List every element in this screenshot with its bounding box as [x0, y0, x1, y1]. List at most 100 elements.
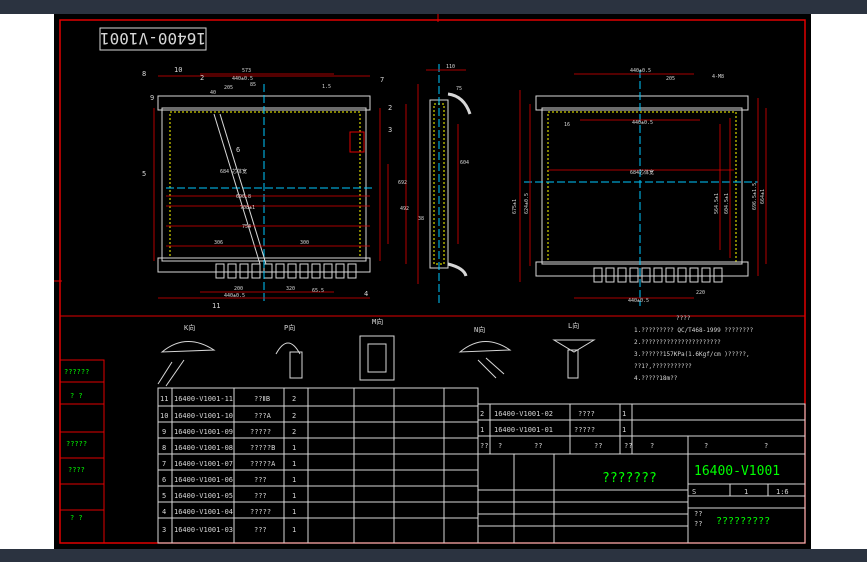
dim-label: 85 — [250, 82, 256, 88]
drawing-code: 16400-V1001 — [694, 464, 780, 479]
dim-label: 200 — [234, 286, 243, 292]
dim-label: 604.5±1 — [724, 193, 730, 214]
note-line: 1.????????? QC/T468-1999 ???????? — [634, 327, 754, 334]
bom-qty: 2 — [292, 428, 296, 436]
side-label: ? ? — [70, 392, 83, 400]
row-label: ?? — [694, 520, 702, 528]
bom-no: 8 — [162, 444, 166, 452]
dim-label: 604 — [460, 160, 469, 166]
bom-no: 1 — [480, 426, 484, 434]
bom-no: 6 — [162, 476, 166, 484]
row-label: ?? — [694, 510, 702, 518]
dim-label: 440±0.5 — [628, 298, 649, 304]
side-view: 110 75 692 604 492 38 — [398, 64, 472, 304]
bom-name: ????? — [574, 426, 595, 434]
dim-label: 492 — [400, 206, 409, 212]
note-line: 3.??????157KPa(1.6Kgf/cm )?????, — [634, 351, 750, 358]
bom-name: ??? — [254, 492, 267, 500]
side-label: ????? — [66, 440, 87, 448]
bom-qty: 1 — [622, 426, 626, 434]
dim-label: 664±1 — [760, 189, 766, 204]
dim-label: 440±0.5 — [630, 68, 651, 74]
bom-code: 16400-V1001-05 — [174, 492, 233, 500]
note-line: 4.?????18m?? — [634, 375, 678, 382]
bom-name: ????? — [250, 428, 271, 436]
bom-no: 2 — [480, 410, 484, 418]
dim-label: 300 — [300, 240, 309, 246]
callout: 11 — [212, 302, 220, 310]
dim-label: 306 — [214, 240, 223, 246]
bom-qty: 1 — [292, 460, 296, 468]
bom-code: 16400-V1001-11 — [174, 395, 233, 403]
bom-code: 16400-V1001-03 — [174, 526, 233, 534]
dim-label: 75 — [456, 86, 462, 92]
bom-qty: 2 — [292, 412, 296, 420]
header-cell: ?? — [534, 442, 542, 450]
callout: 5 — [142, 170, 146, 178]
header-cell: ?? — [594, 442, 602, 450]
dim-label: 40 — [210, 90, 216, 96]
dim-label: 1.5 — [322, 84, 331, 90]
dim-label: 320 — [286, 286, 295, 292]
view-p-label: P向 — [284, 323, 295, 332]
dim-label: 38 — [418, 216, 424, 222]
bom-no: 5 — [162, 492, 166, 500]
bom-qty: 1 — [292, 492, 296, 500]
callout: 9 — [150, 94, 154, 102]
bom-code: 16400-V1001-07 — [174, 460, 233, 468]
view-m-label: M向 — [372, 317, 383, 326]
bom-qty: 1 — [622, 410, 626, 418]
callout: 7 — [380, 76, 384, 84]
callout: 2 — [200, 74, 204, 82]
view-n-label: N向 — [474, 325, 485, 334]
bom-name: ???? — [578, 410, 595, 418]
dim-label: 440±0.5 — [632, 120, 653, 126]
sheet-count: 1 — [744, 488, 748, 496]
dim-label: 708±1 — [240, 205, 255, 211]
drawing-sheet: 16400-V1001 — [54, 14, 811, 549]
header-cell: ? — [650, 442, 654, 450]
dim-label: 110 — [446, 64, 455, 70]
callout: 4 — [364, 290, 368, 298]
title-bar — [0, 0, 867, 14]
dim-label: 696.5±1.5 — [752, 183, 758, 210]
dim-label: 440±0.5 — [232, 76, 253, 82]
bom-qty: 2 — [292, 395, 296, 403]
side-label: ???? — [68, 466, 85, 474]
bom-no: 11 — [160, 395, 168, 403]
header-cell: ? — [764, 442, 768, 450]
drawing-number-box — [99, 27, 207, 51]
bom-qty: 1 — [292, 526, 296, 534]
side-label: ? ? — [70, 514, 83, 522]
dim-label: 65.5 — [312, 288, 324, 294]
bom-name: ?????A — [250, 460, 276, 468]
bom-qty: 1 — [292, 508, 296, 516]
rear-view: 440±0.5 205 4-M8 440±0.5 16 684芯体宽 440±0… — [512, 68, 767, 306]
status-bar — [0, 549, 867, 562]
dim-label: 564.5±1 — [714, 193, 720, 214]
view-k-label: K向 — [184, 323, 195, 332]
bom-code: 16400-V1001-10 — [174, 412, 233, 420]
note-line: ??1?,??????????? — [634, 363, 692, 370]
dim-label: 684 芯体宽 — [220, 168, 247, 175]
detail-views: K向 P向 M向 N向 L向 — [157, 317, 596, 387]
scale: 1:6 — [776, 488, 789, 496]
dim-label: 675±1 — [512, 199, 518, 214]
bom-code: 16400-V1001-08 — [174, 444, 233, 452]
bom-no: 10 — [160, 412, 168, 420]
header-cell: ?? — [480, 442, 488, 450]
dim-label: 684芯体宽 — [630, 169, 654, 176]
bom-code: 16400-V1001-06 — [174, 476, 233, 484]
drawing-canvas: 16400-V1001 — [54, 14, 806, 544]
dim-label: 624±0.5 — [524, 193, 530, 214]
callout: 3 — [388, 126, 392, 134]
note-line: 2.?????????????????????? — [634, 339, 721, 346]
technical-notes: ???? 1.????????? QC/T468-1999 ???????? 2… — [634, 315, 754, 382]
dim-label: 754 — [242, 224, 251, 230]
bom-name: ??? — [254, 526, 267, 534]
dim-label: 205 — [224, 85, 233, 91]
callout: 2 — [388, 104, 392, 112]
bom-name: ????? — [250, 508, 271, 516]
callout: 10 — [174, 66, 182, 74]
callout: 8 — [142, 70, 146, 78]
